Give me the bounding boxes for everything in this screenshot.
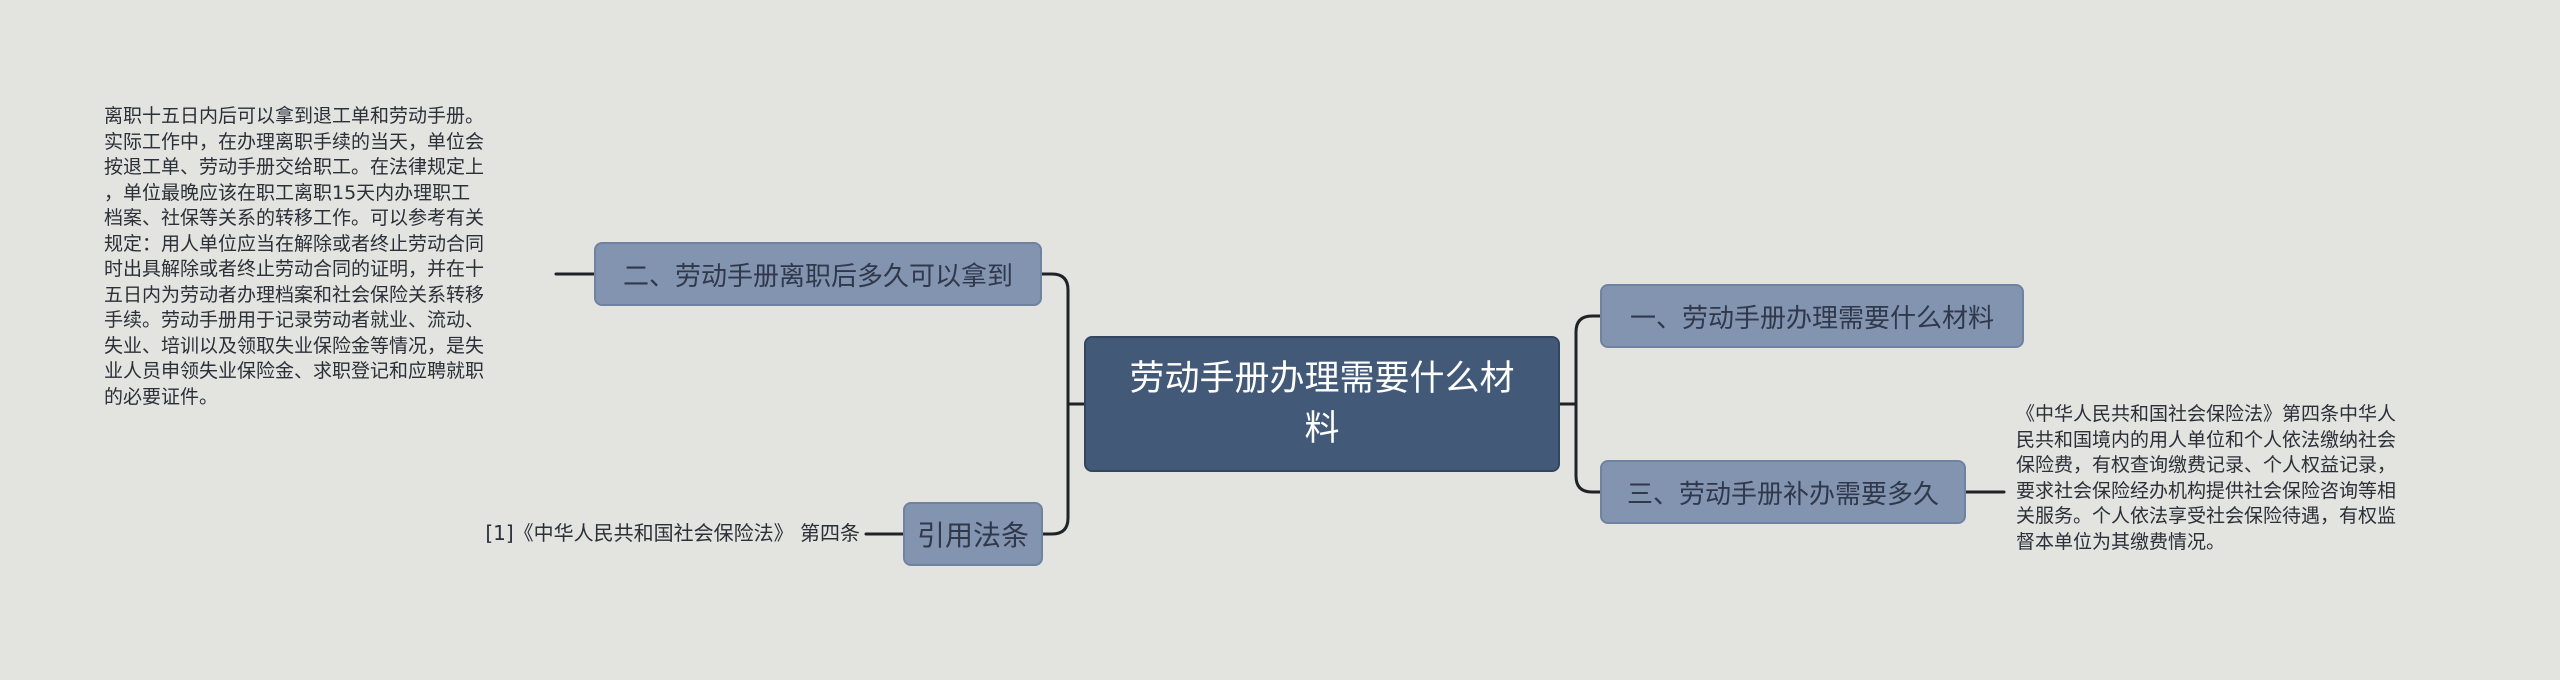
note-cited-law: [1]《中华人民共和国社会保险法》 第四条 [485, 521, 860, 545]
note-reissue-timing: 《中华人民共和国社会保险法》第四条中华人 民共和国境内的用人单位和个人依法缴纳社… [2016, 403, 2397, 553]
connector-left-branch-2 [1041, 402, 1070, 536]
topic-cited-law[interactable]: 引用法条 [903, 502, 1043, 566]
connector-left-branch-1 [1040, 272, 1070, 406]
topic-required-materials-label: 一、劳动手册办理需要什么材料 [1629, 303, 1994, 334]
topic-reissue-timing[interactable]: 三、劳动手册补办需要多久 [1600, 460, 1966, 524]
root-topic-label: 劳动手册办理需要什么材料 [1129, 359, 1515, 449]
topic-reissue-timing-label: 三、劳动手册补办需要多久 [1626, 479, 1939, 510]
connector-right-branch-1 [1574, 314, 1602, 406]
note-leave-job-timing: 离职十五日内后可以拿到退工单和劳动手册。 实际工作中，在办理离职手续的当天，单位… [104, 105, 485, 408]
topic-cited-law-label: 引用法条 [916, 519, 1029, 552]
root-topic[interactable]: 劳动手册办理需要什么材料 [1084, 336, 1560, 472]
topic-required-materials[interactable]: 一、劳动手册办理需要什么材料 [1600, 284, 2024, 348]
connector-right-branch-2 [1574, 402, 1602, 494]
topic-leave-job-timing-label: 二、劳动手册离职后多久可以拿到 [622, 261, 1013, 292]
topic-leave-job-timing[interactable]: 二、劳动手册离职后多久可以拿到 [594, 242, 1042, 306]
